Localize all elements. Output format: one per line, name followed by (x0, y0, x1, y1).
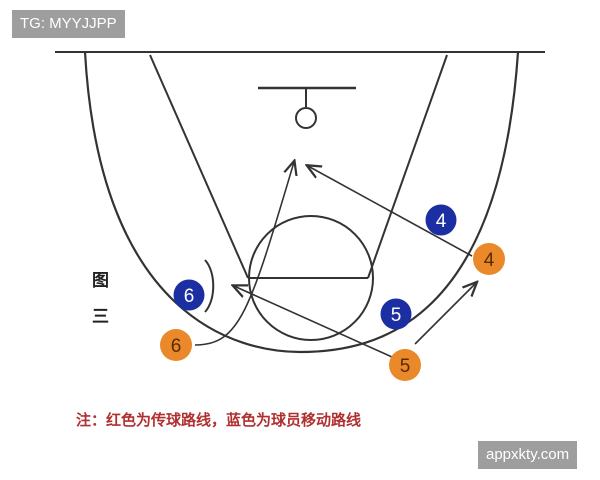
rim (295, 107, 317, 129)
path-orange4-to-center (308, 166, 473, 257)
three-point-arc (83, 51, 520, 354)
figure-label-line2: 三 (92, 307, 109, 327)
path-blue6-screen (204, 259, 215, 313)
path-orange5-to-left (234, 286, 393, 358)
watermark-bottom: appxkty.com (478, 441, 578, 469)
free-throw-circle (248, 215, 374, 341)
path-orange5-to-right (414, 283, 476, 345)
svg-text:6: 6 (171, 336, 182, 357)
watermark-top: TG: MYYJJPP (12, 10, 125, 38)
player-orange-4: 4 (473, 243, 505, 275)
svg-text:6: 6 (184, 286, 195, 307)
path-orange6-cut (194, 162, 294, 346)
lane-line-right (367, 54, 448, 279)
svg-text:4: 4 (484, 250, 495, 271)
player-orange-5: 5 (389, 349, 421, 381)
player-blue-6: 6 (173, 279, 205, 311)
player-orange-6: 6 (160, 329, 192, 361)
figure-label-line1: 图 (92, 271, 109, 291)
lane-line-left (149, 54, 249, 279)
svg-text:4: 4 (436, 211, 447, 232)
player-blue-5: 5 (380, 298, 412, 330)
svg-text:5: 5 (391, 305, 402, 326)
svg-text:5: 5 (400, 356, 411, 377)
player-blue-4: 4 (425, 204, 457, 236)
legend-note: 注：红色为传球路线，蓝色为球员移动路线 (76, 411, 361, 429)
